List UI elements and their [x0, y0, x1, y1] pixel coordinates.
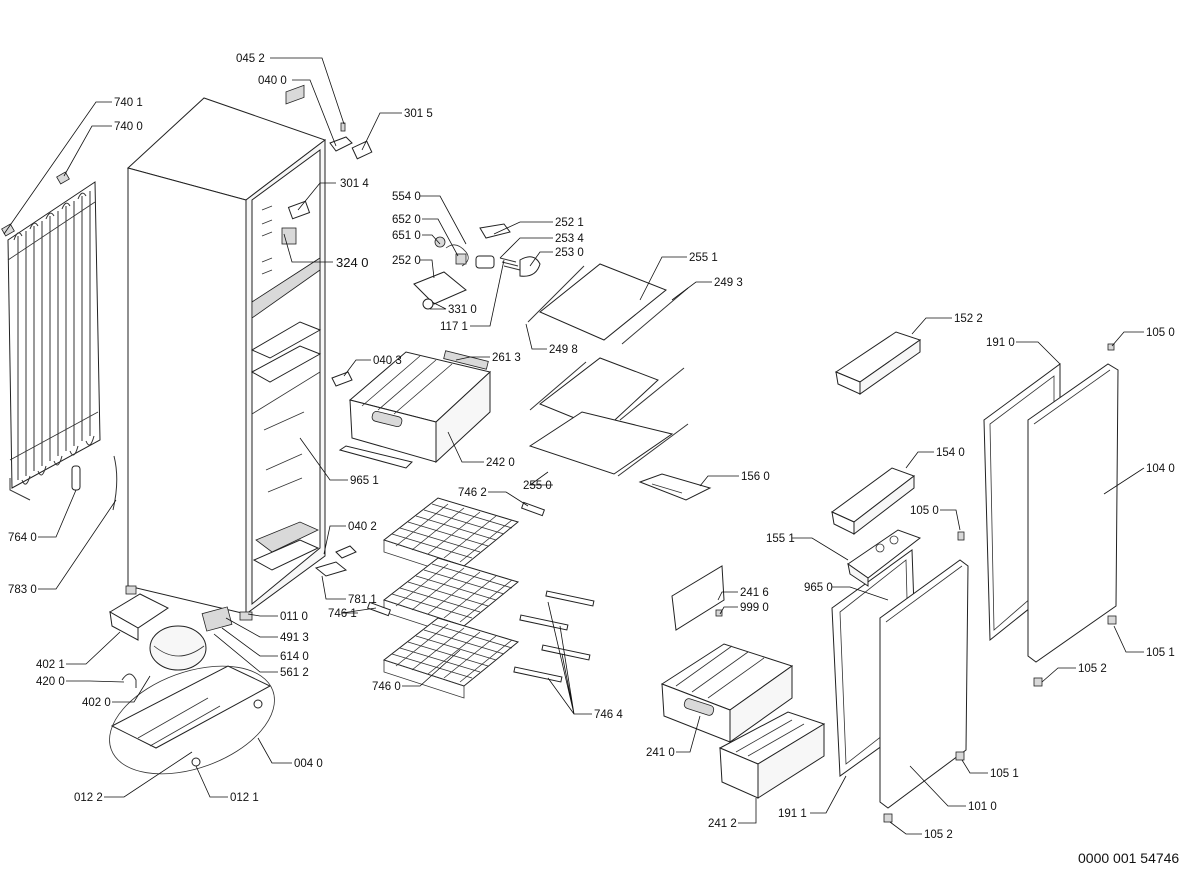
callout-253-0: 253 0 — [555, 247, 584, 259]
glass-shelf-255-0 — [528, 411, 689, 477]
callout-652-0: 652 0 — [392, 214, 421, 226]
callout-242-0: 242 0 — [486, 457, 515, 469]
callout-241-6: 241 6 — [740, 587, 769, 599]
callout-740-1: 740 1 — [114, 97, 143, 109]
callout-191-0: 191 0 — [986, 337, 1015, 349]
bracket-040-3 — [331, 371, 353, 387]
upper-door-104-0 — [1027, 343, 1119, 687]
callout-105-2-lower: 105 2 — [924, 829, 953, 841]
shelf-rail-965-1 — [338, 445, 413, 469]
callout-746-0: 746 0 — [372, 681, 401, 693]
thermostat-assembly — [413, 223, 541, 310]
callout-191-1: 191 1 — [778, 808, 807, 820]
callout-105-2-upper: 105 2 — [1078, 663, 1107, 675]
callout-781-1: 781 1 — [348, 594, 377, 606]
door-balcony-154-0 — [831, 467, 916, 536]
callout-labels: 045 2 040 0 740 1 740 0 301 5 301 4 324 … — [8, 53, 1175, 841]
callout-012-1: 012 1 — [230, 792, 259, 804]
callout-241-2: 241 2 — [708, 818, 737, 830]
condenser-coil — [1, 171, 101, 501]
callout-764-0: 764 0 — [8, 532, 37, 544]
callout-045-2: 045 2 — [236, 53, 265, 65]
callout-746-2: 746 2 — [458, 487, 487, 499]
drain-hose-783 — [112, 455, 118, 511]
callout-105-1-upper: 105 1 — [1146, 647, 1175, 659]
callout-241-0: 241 0 — [646, 747, 675, 759]
document-number: 0000 001 54746 — [1078, 850, 1180, 866]
callout-331-0: 331 0 — [448, 304, 477, 316]
hinge-top-045 — [329, 122, 353, 152]
callout-156-0: 156 0 — [741, 471, 770, 483]
callout-491-3: 491 3 — [280, 632, 309, 644]
callout-117-1: 117 1 — [440, 321, 468, 333]
callout-105-0-top: 105 0 — [1146, 327, 1175, 339]
callout-155-1: 155 1 — [766, 533, 795, 545]
callout-420-0: 420 0 — [36, 676, 65, 688]
freezer-wire-baskets — [382, 497, 520, 699]
callout-783-0: 783 0 — [8, 584, 37, 596]
callout-040-0: 040 0 — [258, 75, 287, 87]
cover-301-4 — [287, 200, 311, 220]
callout-402-1: 402 1 — [36, 659, 65, 671]
callout-746-1: 746 1 — [328, 608, 357, 620]
door-balcony-152-2 — [834, 331, 922, 395]
callout-965-0: 965 0 — [804, 582, 833, 594]
callout-105-1-lower: 105 1 — [990, 768, 1019, 780]
callout-614-0: 614 0 — [280, 651, 309, 663]
lower-door-101-0 — [879, 531, 969, 823]
callout-152-2: 152 2 — [954, 313, 983, 325]
drawer-241-0 — [660, 643, 794, 743]
drawer-242 — [348, 350, 492, 464]
callout-255-0: 255 0 — [523, 480, 552, 492]
callout-999-0: 999 0 — [740, 602, 769, 614]
callout-324-0: 324 0 — [336, 255, 369, 270]
callout-012-2: 012 2 — [74, 792, 103, 804]
callout-249-8: 249 8 — [549, 344, 578, 356]
callout-154-0: 154 0 — [936, 447, 965, 459]
callout-249-3: 249 3 — [714, 277, 743, 289]
bottle-rack-155-1 — [847, 529, 922, 587]
callout-561-2: 561 2 — [280, 667, 309, 679]
callout-402-0: 402 0 — [82, 697, 111, 709]
callout-965-1: 965 1 — [350, 475, 379, 487]
callout-746-4: 746 4 — [594, 709, 623, 721]
callout-105-0-mid: 105 0 — [910, 505, 939, 517]
drawer-front-241-6 — [671, 565, 725, 631]
leader-lines — [3, 57, 1145, 835]
callout-740-0: 740 0 — [114, 121, 143, 133]
callout-554-0: 554 0 — [392, 191, 421, 203]
callout-301-5: 301 5 — [404, 108, 433, 120]
callout-104-0: 104 0 — [1146, 463, 1175, 475]
callout-101-0: 101 0 — [968, 801, 997, 813]
callout-040-3: 040 3 — [373, 355, 402, 367]
refrigerator-cabinet — [125, 84, 327, 621]
clips-746 — [314, 501, 595, 683]
callout-261-3: 261 3 — [492, 352, 521, 364]
egg-tray-156 — [638, 473, 712, 501]
callout-253-4: 253 4 — [555, 233, 584, 245]
callout-651-0: 651 0 — [392, 230, 421, 242]
callout-011-0: 011 0 — [280, 611, 308, 623]
drain-tube-764 — [71, 465, 81, 491]
callout-252-0: 252 0 — [392, 255, 421, 267]
callout-301-4: 301 4 — [340, 178, 369, 190]
glass-shelf-middle — [529, 357, 685, 431]
compressor-assembly — [109, 593, 275, 775]
glass-shelf-255-1 — [527, 263, 689, 345]
callout-255-1: 255 1 — [689, 252, 718, 264]
drawer-241-2 — [718, 711, 826, 799]
callout-004-0: 004 0 — [294, 758, 323, 770]
callout-252-1: 252 1 — [555, 217, 584, 229]
callout-040-2: 040 2 — [348, 521, 377, 533]
